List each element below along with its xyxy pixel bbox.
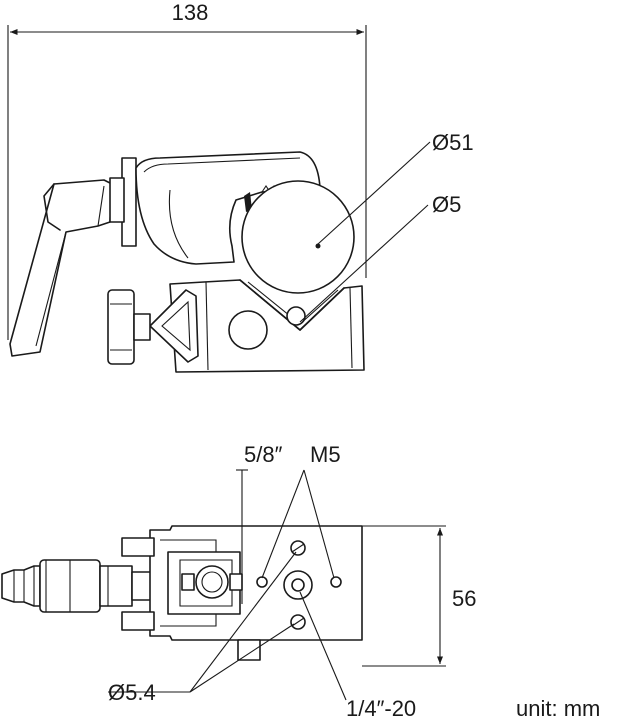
tension-knob	[107, 289, 151, 365]
thread-large-label: 5/8″	[244, 442, 283, 467]
pin-diameter-label: Ø5	[432, 192, 461, 217]
thread-small-label: 1/4″-20	[346, 696, 416, 720]
diameter-5-leader	[299, 204, 429, 323]
bottom-view-drawing: 5/8″ M5 56 Ø5.4 1/4″-20 unit: mm	[1, 442, 600, 720]
thread-metric-label: M5	[310, 442, 341, 467]
handle-lever	[9, 179, 113, 357]
hole-diameter-label: Ø5.4	[108, 680, 156, 705]
m5-leader-right	[303, 469, 335, 579]
clamp-body	[121, 525, 363, 661]
lower-body	[169, 279, 365, 373]
cam-wedge	[149, 289, 199, 363]
side-view-drawing: 138 Ø51 Ø5	[7, 0, 474, 373]
height-dimension-label: 56	[452, 586, 476, 611]
height-dimension-line	[362, 525, 446, 667]
mount-holes	[256, 540, 342, 630]
tube-circle	[241, 180, 355, 294]
width-dimension-label: 138	[172, 0, 209, 25]
width-dimension-line	[7, 25, 367, 340]
spigot	[1, 559, 159, 613]
hole-diameter-leader-b	[189, 623, 295, 693]
tube-diameter-label: Ø51	[432, 130, 474, 155]
m5-leader-left	[261, 469, 305, 579]
thread-leader	[299, 591, 347, 701]
unit-note: unit: mm	[516, 696, 600, 720]
diameter-51-leader	[317, 141, 431, 245]
hole-diameter-leader-a	[189, 551, 297, 693]
